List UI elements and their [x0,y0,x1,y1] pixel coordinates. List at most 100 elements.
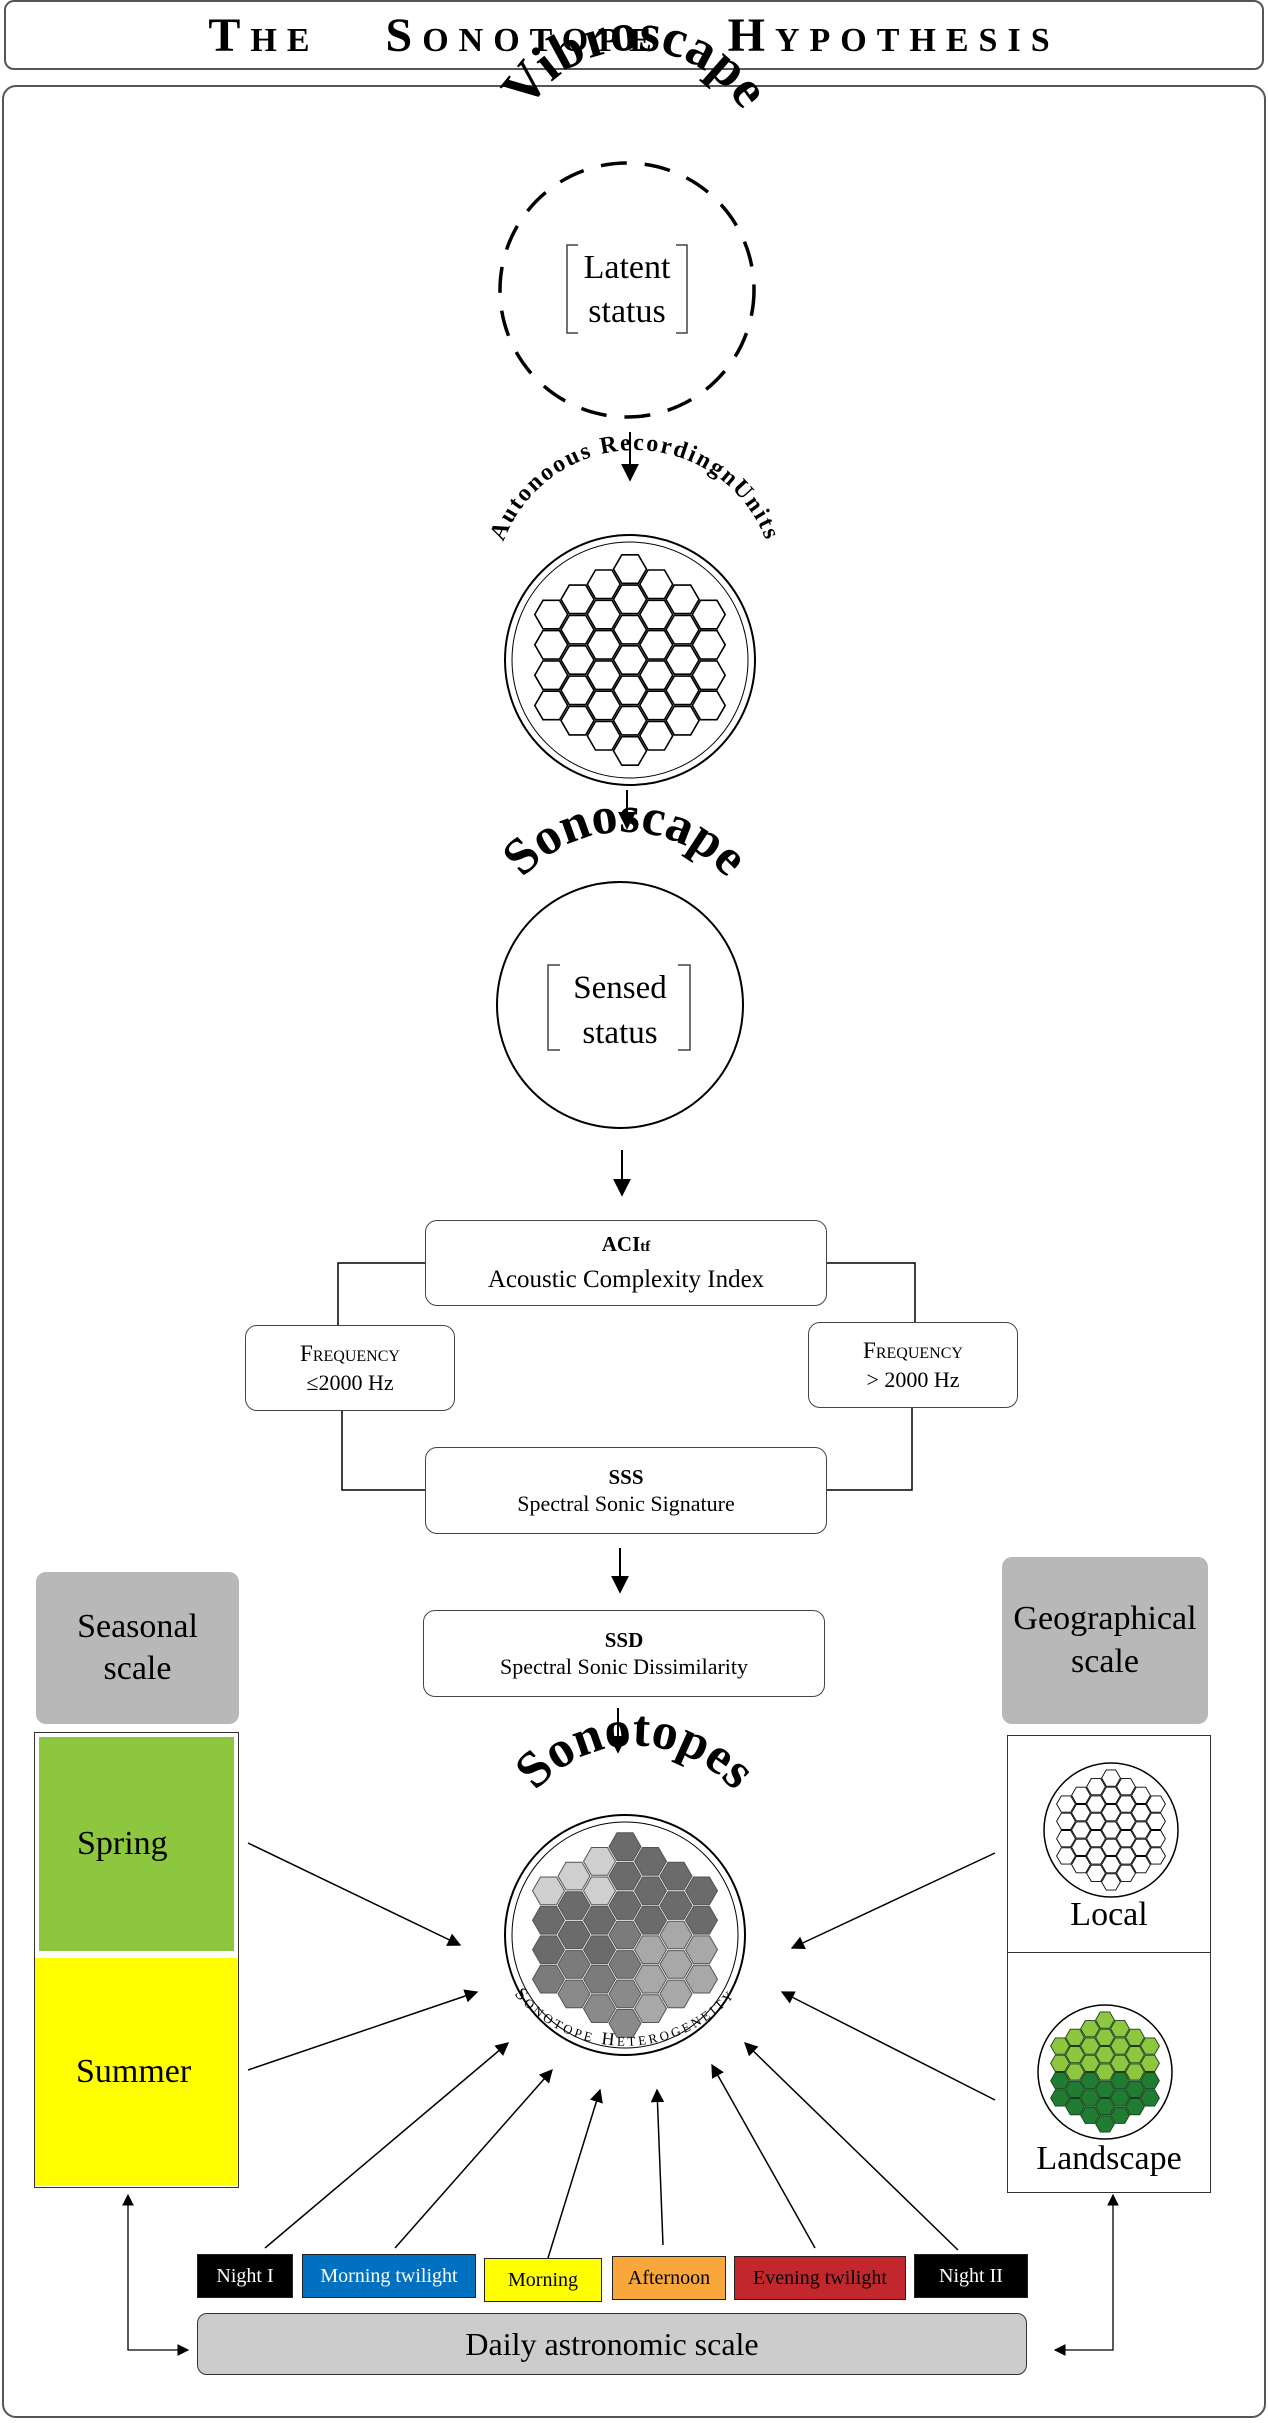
sonoscape-status-line1: Sensed [573,970,667,1006]
sonotope-hex-cell [557,1920,591,1950]
landscape-hex-cell [1095,2046,1115,2064]
landscape-hex-cell [1110,2054,1130,2072]
landscape-hex-cell [1095,2063,1115,2081]
local-hex-cell [1086,1795,1106,1813]
aru-hex-cell [586,720,622,751]
sonotope-hex-cell [582,1964,617,1994]
freq-high-value: > 2000 Hz [866,1366,960,1392]
sonotope-hex-cell [633,1876,668,1906]
local-hex-cell [1116,1847,1136,1865]
arrow-night1-to-sonotopes [264,2042,510,2249]
aru-hex-cell [665,645,700,675]
connector-freq-low-to-sss [341,1411,425,1491]
local-hex-grid [1056,1769,1166,1891]
aru-hex-cell [612,675,648,706]
sss-box: SSS Spectral Sonic Signature [425,1447,827,1534]
aru-hex-cell [586,629,622,660]
sonotope-hex-cell [557,1979,591,2009]
arrow-summer-to-sonotopes [247,1989,479,2071]
connector-seasonal-daily [122,2193,190,2356]
freq-low-value: ≤2000 Hz [306,1369,394,1395]
sonotope-hex-cell [582,1876,617,1906]
landscape-hex-cell [1065,2028,1085,2046]
connector-geographical-daily [1053,2193,1119,2356]
local-hex-cell [1056,1795,1076,1813]
sonotope-hex-cell [531,1935,566,1965]
aru-hex-cell [665,705,700,736]
arrow-morning-to-sonotopes [547,2088,603,2259]
landscape-hex-cell [1125,2028,1145,2046]
daily-period-afternoon: Afternoon [612,2256,726,2300]
aru-hex-cell [691,629,727,660]
geo-divider [1008,1952,1210,1953]
local-hex-cell [1101,1821,1121,1839]
local-hex-cell [1071,1804,1091,1822]
landscape-hex-cell [1125,2080,1145,2098]
landscape-hex-cell [1110,2106,1130,2124]
sonotope-hex-cell [582,1905,617,1935]
landscape-hex-grid [1050,2011,1160,2133]
aru-hex-cell [638,599,674,630]
local-hex-cell [1116,1830,1136,1848]
local-hex-cell [1071,1786,1091,1804]
freq-high-box: Frequency > 2000 Hz [808,1322,1018,1408]
local-hex-cell [1101,1856,1121,1874]
local-hex-cell [1071,1821,1091,1839]
aci-full-name: Acoustic Complexity Index [487,1265,765,1293]
aru-hex-cell [665,675,700,706]
spring-block: Spring [39,1737,234,1951]
landscape-hex-cell [1110,2089,1130,2107]
sonotope-hex-cell [659,1920,693,1950]
local-node [1043,1762,1179,1898]
arrow-spring-to-sonotopes [247,1842,462,1946]
spring-label: Spring [77,1825,168,1862]
aru-hex-cell [612,645,648,675]
landscape-hex-cell [1140,2037,1160,2055]
sonoscape-arc-label: Sonoscape [492,787,759,887]
local-hex-cell [1056,1812,1076,1830]
local-hex-cell [1101,1786,1121,1804]
aru-hex-cell [612,614,648,645]
geographical-scale-panel: Local Landscape [1007,1735,1211,2193]
freq-low-box: Frequency ≤2000 Hz [245,1325,455,1411]
aru-hex-cell [612,705,648,736]
landscape-hex-cell [1080,2037,1100,2055]
local-hex-cell [1131,1856,1151,1874]
local-hex-cell [1146,1812,1166,1830]
landscape-hex-cell [1140,2054,1160,2072]
vibroscape-node: Vibroscape Latent status [489,1,781,419]
sonotope-hex-cell [608,1950,642,1979]
aru-hex-cell [586,660,622,691]
local-hex-cell [1071,1856,1091,1874]
landscape-hex-cell [1110,2037,1130,2055]
title-banner: The Sonotope Hypothesis [4,0,1264,70]
daily-period-night-1: Night I [197,2254,293,2298]
local-hex-cell [1071,1838,1091,1856]
aru-hex-cell [665,584,700,615]
aru-inner-ring [511,541,749,779]
sonotope-hex-cell [557,1950,591,1979]
aru-hex-cell [665,614,700,645]
landscape-hex-cell [1095,2028,1115,2046]
local-hex-cell [1131,1821,1151,1839]
sonotopes-inner-ring [511,1821,739,2049]
vibroscape-brackets [566,244,688,334]
sonotope-hex-cell [633,1905,668,1935]
local-hex-cell [1086,1812,1106,1830]
landscape-hex-cell [1050,2037,1070,2055]
landscape-hex-cell [1065,2080,1085,2098]
landscape-label: Landscape [1036,2140,1182,2177]
landscape-hex-cell [1065,2098,1085,2116]
local-hex-cell [1056,1847,1076,1865]
aru-hex-cell [533,599,569,630]
landscape-hex-cell [1080,2072,1100,2090]
aru-hex-cell [560,675,595,706]
sonotope-hex-cell [659,1950,693,1979]
arrow-evening-twilight-to-sonotopes [711,2063,816,2249]
aru-hex-cell [638,569,674,600]
local-hex-cell [1116,1812,1136,1830]
landscape-hex-cell [1125,2098,1145,2116]
landscape-hex-cell [1110,2020,1130,2038]
landscape-hex-cell [1140,2072,1160,2090]
aru-hex-cell [586,569,622,600]
